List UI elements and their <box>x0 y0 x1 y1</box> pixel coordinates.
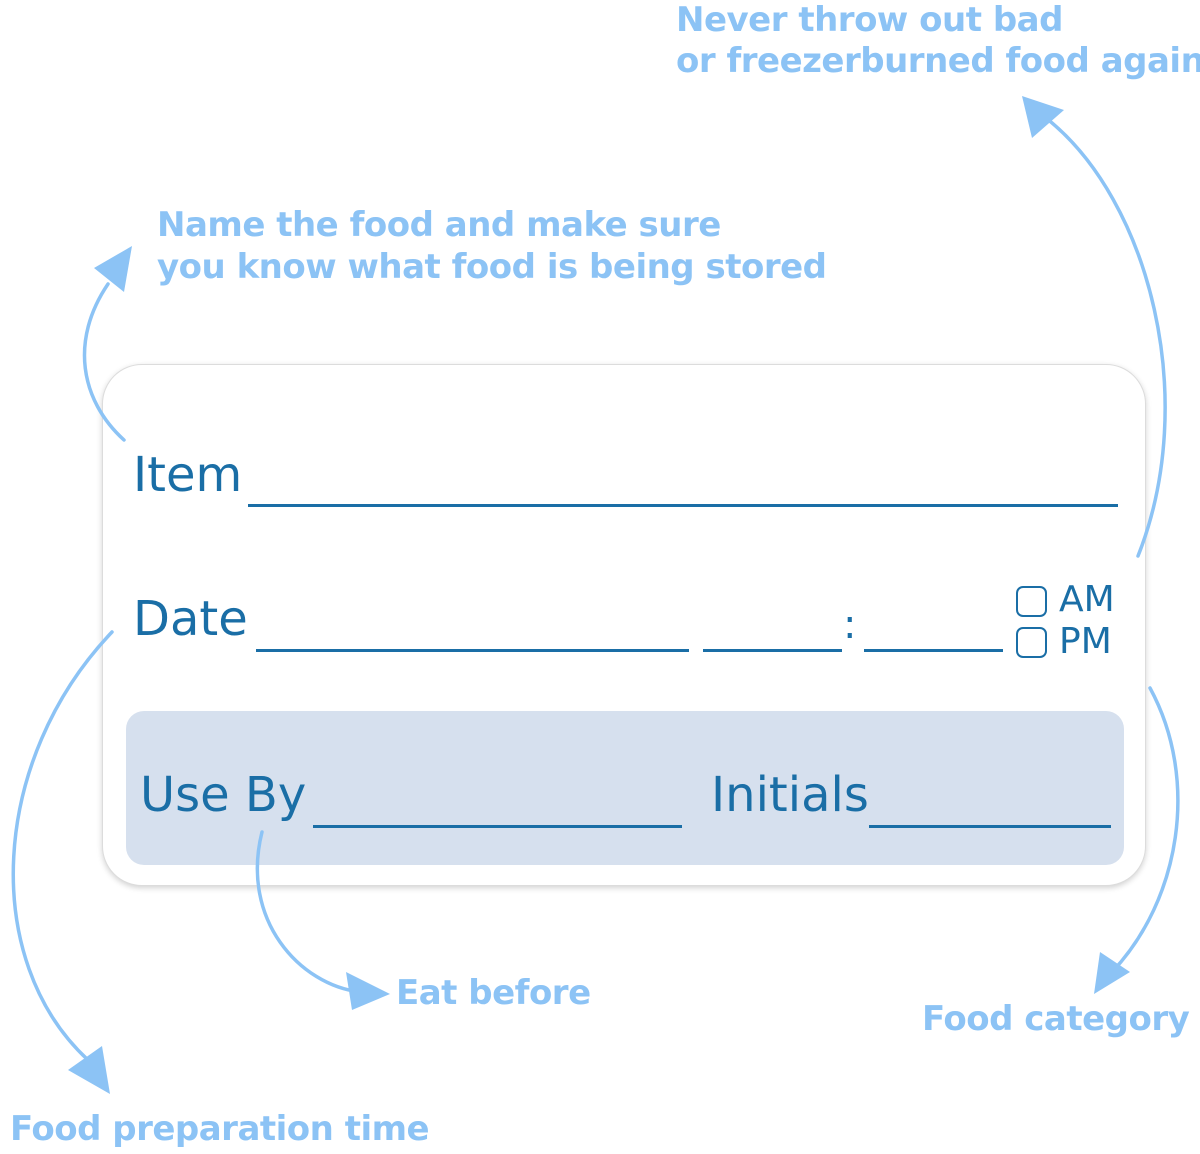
callout-eat-before: Eat before <box>396 973 591 1013</box>
callout-name-the-food-line-1: Name the food and make sure <box>157 205 721 245</box>
arrow-food-prep-time-head <box>68 1046 110 1094</box>
am-label: AM <box>1059 579 1115 620</box>
arrow-name-the-food-head <box>94 246 132 292</box>
use-by-band: Use By Initials <box>126 711 1124 865</box>
date-label: Date <box>133 591 248 647</box>
callout-food-category: Food category <box>922 999 1190 1039</box>
use-by-label: Use By <box>140 767 307 823</box>
callout-food-preparation-time: Food preparation time <box>10 1109 430 1149</box>
callout-never-throw-out-line-2: or freezerburned food again! <box>676 41 1200 81</box>
arrow-food-category-head <box>1094 952 1130 994</box>
hour-write-line[interactable] <box>703 649 842 652</box>
arrow-food-prep-time-shaft <box>11 630 114 1062</box>
callout-name-the-food-line-2: you know what food is being stored <box>157 247 827 287</box>
pm-label: PM <box>1059 621 1112 662</box>
arrow-never-throw-out-head <box>1022 96 1064 138</box>
minute-write-line[interactable] <box>864 649 1003 652</box>
callout-never-throw-out-line-1: Never throw out bad <box>676 0 1063 40</box>
use-by-write-line[interactable] <box>313 825 682 828</box>
arrow-eat-before-head <box>346 972 390 1010</box>
callout-never-throw-out: Never throw out bad or freezerburned foo… <box>676 0 1200 82</box>
item-write-line[interactable] <box>248 504 1118 507</box>
item-label: Item <box>133 447 243 503</box>
food-label-card: Item Date : AM PM Use By Initials <box>102 364 1146 886</box>
am-checkbox[interactable] <box>1016 586 1047 617</box>
date-write-line[interactable] <box>256 649 689 652</box>
callout-name-the-food: Name the food and make sure you know wha… <box>157 204 827 288</box>
pm-checkbox[interactable] <box>1016 627 1047 658</box>
time-colon: : <box>843 602 857 648</box>
initials-write-line[interactable] <box>869 825 1111 828</box>
initials-label: Initials <box>711 767 869 823</box>
